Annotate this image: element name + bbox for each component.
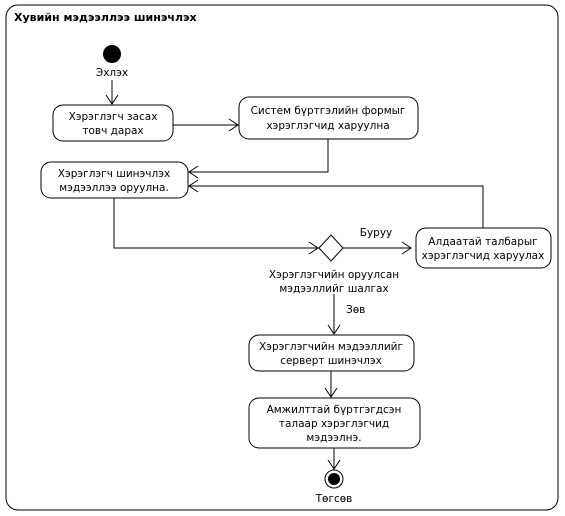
activity-show-error-line-2: хэрэглэгчид харуулах: [422, 250, 545, 262]
activity-enter-info: Хэрэглэгч шинэчлэх мэдээллээ оруулна.: [40, 161, 189, 199]
activity-click-edit-line-2: товч дарах: [82, 125, 143, 137]
edge-click-edit-to-show-form: [173, 118, 239, 132]
edge-start-to-click-edit: [105, 80, 119, 105]
edge-notify-to-end: [327, 448, 341, 470]
activity-enter-info-line-1: Хэрэглэгч шинэчлэх: [58, 168, 170, 180]
activity-notify-success-line-1: Амжилттай бүртгэгдсэн: [267, 404, 402, 416]
activity-show-form: Систем бүртгэлийн формыг хэрэглэгчид хар…: [238, 96, 419, 140]
edge-enter-info-to-decision: [113, 198, 319, 255]
guard-right-label: Зөв: [346, 304, 365, 316]
end-node: [324, 469, 344, 489]
activity-update-server-line-1: Хэрэглэгчийн мэдээллийг: [259, 341, 403, 353]
activity-show-form-line-2: хэрэглэгчид харуулна: [266, 120, 389, 132]
decision-node: [318, 234, 344, 262]
activity-show-error-line-1: Алдаатай талбарыг: [428, 236, 537, 248]
activity-notify-success-line-3: мэдээлнэ.: [306, 432, 361, 444]
activity-notify-success: Амжилттай бүртгэгдсэн талаар хэрэглэгчид…: [248, 397, 421, 449]
activity-update-server: Хэрэглэгчийн мэдээллийг серверт шинэчлэх: [248, 334, 415, 372]
activity-click-edit-line-1: Хэрэглэгч засах: [69, 111, 158, 123]
edge-update-server-to-notify: [324, 371, 338, 398]
diagram-title: Хувийн мэдээллээ шинэчлэх: [14, 11, 197, 24]
edge-show-form-to-enter-info: [188, 139, 329, 179]
guard-wrong-label: Буруу: [360, 227, 393, 239]
decision-label-line-2: мэдээллийг шалгах: [279, 283, 388, 295]
end-label: Төгсөв: [315, 493, 353, 505]
start-label: Эхлэх: [96, 67, 128, 79]
activity-show-error: Алдаатай талбарыг хэрэглэгчид харуулах: [415, 227, 552, 269]
edge-decision-to-show-error: [343, 241, 412, 255]
activity-notify-success-line-2: талаар хэрэглэгчид: [279, 418, 389, 430]
decision-label-line-1: Хэрэглэгчийн оруулсан: [269, 269, 399, 281]
edge-decision-to-update-server: [327, 294, 341, 335]
edge-show-error-to-enter-info: [188, 179, 484, 228]
activity-enter-info-line-2: мэдээллээ оруулна.: [59, 182, 169, 194]
start-node: [103, 45, 121, 63]
activity-click-edit: Хэрэглэгч засах товч дарах: [52, 104, 174, 142]
activity-update-server-line-2: серверт шинэчлэх: [280, 355, 382, 367]
activity-show-form-line-1: Систем бүртгэлийн формыг: [251, 105, 406, 117]
